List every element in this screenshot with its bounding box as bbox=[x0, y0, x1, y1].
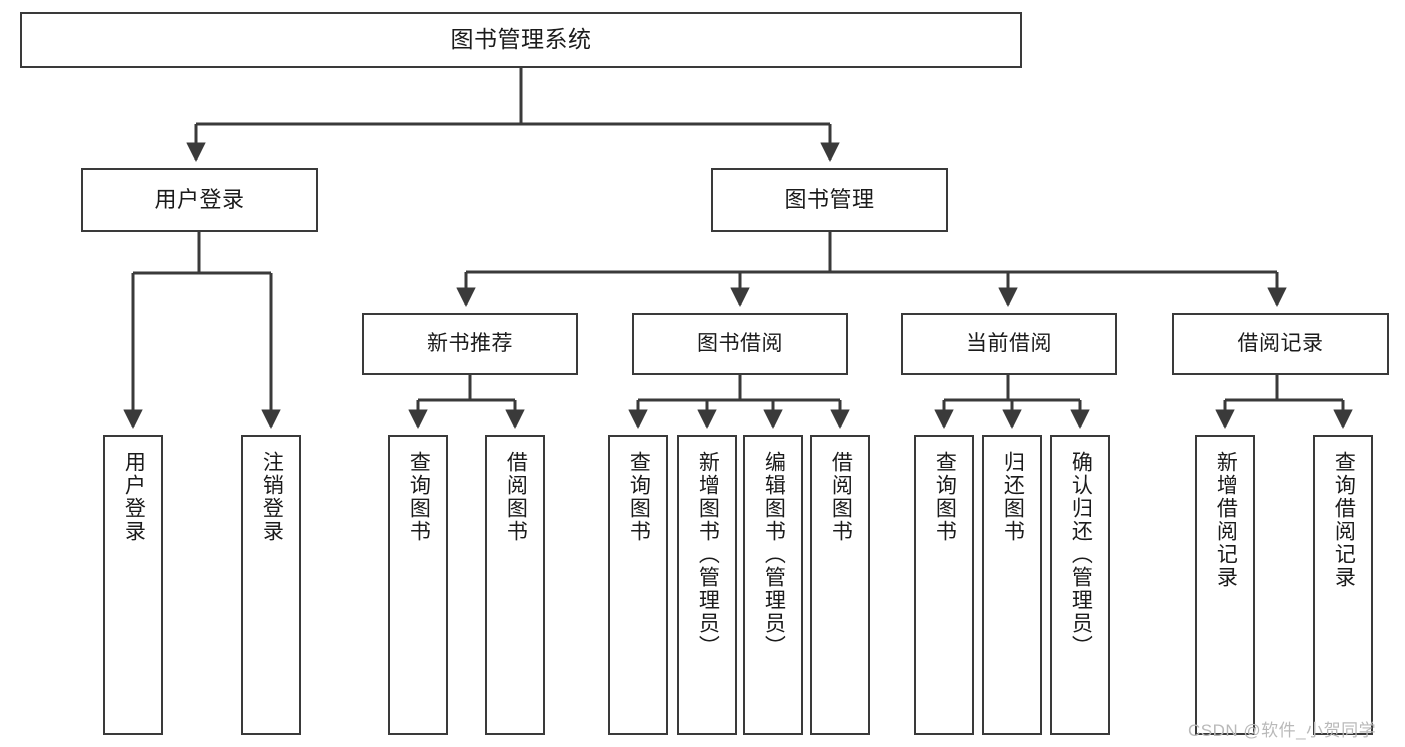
node-root[interactable]: 图书管理系统 bbox=[20, 12, 1022, 68]
node-book-management-label: 图书管理 bbox=[784, 187, 875, 213]
node-leaf-add-book[interactable]: 新增图书（管理员） bbox=[677, 435, 737, 735]
node-borrow-record-label: 借阅记录 bbox=[1237, 331, 1324, 355]
node-leaf-query-record-label: 查询借阅记录 bbox=[1332, 451, 1356, 589]
node-leaf-borrow-book-1[interactable]: 借阅图书 bbox=[485, 435, 545, 735]
node-leaf-query-book-3-label: 查询图书 bbox=[933, 451, 957, 543]
node-root-label: 图书管理系统 bbox=[450, 26, 592, 53]
node-leaf-add-record-label: 新增借阅记录 bbox=[1214, 451, 1238, 589]
node-user-login[interactable]: 用户登录 bbox=[81, 168, 318, 232]
node-leaf-add-book-label: 新增图书（管理员） bbox=[696, 451, 720, 658]
node-leaf-logout-login[interactable]: 注销登录 bbox=[241, 435, 301, 735]
node-leaf-borrow-book-2[interactable]: 借阅图书 bbox=[810, 435, 870, 735]
node-leaf-return-book[interactable]: 归还图书 bbox=[982, 435, 1042, 735]
node-leaf-borrow-book-1-label: 借阅图书 bbox=[504, 451, 528, 543]
node-leaf-add-record[interactable]: 新增借阅记录 bbox=[1195, 435, 1255, 735]
node-leaf-query-book-1[interactable]: 查询图书 bbox=[388, 435, 448, 735]
node-borrow-record[interactable]: 借阅记录 bbox=[1172, 313, 1389, 375]
node-current-borrow[interactable]: 当前借阅 bbox=[901, 313, 1117, 375]
node-book-borrow-label: 图书借阅 bbox=[697, 331, 783, 355]
node-leaf-logout-login-label: 注销登录 bbox=[260, 451, 284, 543]
node-leaf-query-book-2-label: 查询图书 bbox=[627, 451, 651, 543]
node-leaf-query-book-3[interactable]: 查询图书 bbox=[914, 435, 974, 735]
node-leaf-confirm-return[interactable]: 确认归还（管理员） bbox=[1050, 435, 1110, 735]
node-leaf-confirm-return-label: 确认归还（管理员） bbox=[1069, 451, 1093, 658]
node-leaf-return-book-label: 归还图书 bbox=[1001, 451, 1025, 543]
node-book-borrow[interactable]: 图书借阅 bbox=[632, 313, 848, 375]
node-book-management[interactable]: 图书管理 bbox=[711, 168, 948, 232]
node-leaf-user-login-label: 用户登录 bbox=[122, 451, 146, 543]
node-leaf-user-login[interactable]: 用户登录 bbox=[103, 435, 163, 735]
node-leaf-query-book-1-label: 查询图书 bbox=[407, 451, 431, 543]
node-new-book-recommend[interactable]: 新书推荐 bbox=[362, 313, 578, 375]
node-leaf-query-record[interactable]: 查询借阅记录 bbox=[1313, 435, 1373, 735]
node-current-borrow-label: 当前借阅 bbox=[966, 331, 1052, 355]
node-new-book-recommend-label: 新书推荐 bbox=[427, 331, 513, 355]
node-leaf-edit-book[interactable]: 编辑图书（管理员） bbox=[743, 435, 803, 735]
node-user-login-label: 用户登录 bbox=[154, 187, 245, 213]
csdn-watermark: CSDN @软件_小贺同学 bbox=[1188, 721, 1377, 740]
node-leaf-edit-book-label: 编辑图书（管理员） bbox=[762, 451, 786, 658]
node-leaf-query-book-2[interactable]: 查询图书 bbox=[608, 435, 668, 735]
node-leaf-borrow-book-2-label: 借阅图书 bbox=[829, 451, 853, 543]
